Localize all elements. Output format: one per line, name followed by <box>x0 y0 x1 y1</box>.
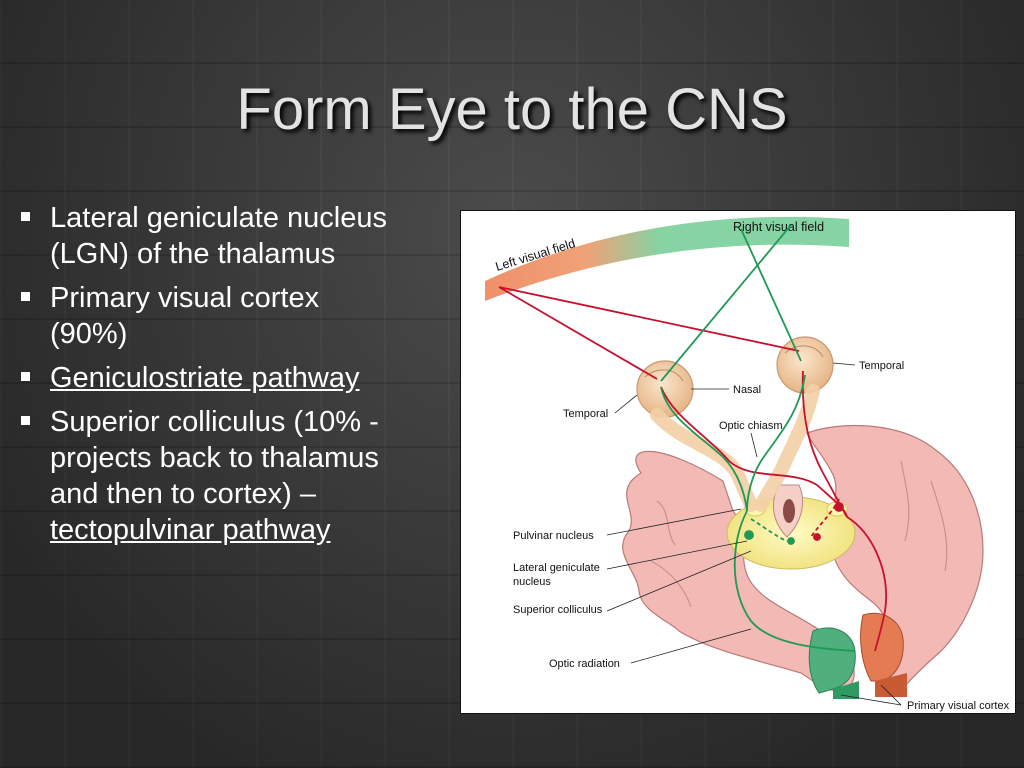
right-eye <box>776 336 834 394</box>
bullet-line: (90%) <box>50 318 128 350</box>
bullet-line: Primary visual cortex <box>50 282 320 314</box>
nasal-label: Nasal <box>733 384 761 396</box>
bullet-line: projects back to thalamus <box>50 442 379 474</box>
temporal-left-label: Temporal <box>563 408 608 420</box>
bullet-line: Superior colliculus (10% - <box>50 406 379 438</box>
geniculostriate-pathway-link[interactable]: Geniculostriate pathway <box>50 362 360 394</box>
optic-nerves <box>650 384 820 512</box>
visual-pathway-diagram: Left visual field Right visual field <box>485 216 1010 712</box>
square-bullet-icon <box>21 292 30 301</box>
primary-visual-cortex-label: Primary visual cortex <box>907 700 1010 712</box>
pulvinar-nucleus-label: Pulvinar nucleus <box>513 530 594 542</box>
optic-radiation-label: Optic radiation <box>549 658 620 670</box>
bullet-line: Lateral geniculate nucleus <box>50 202 387 234</box>
right-visual-field-label: Right visual field <box>733 220 824 234</box>
bullet-item: Primary visual cortex (90%) <box>18 280 458 352</box>
optic-chiasm-label: Optic chiasm <box>719 420 783 432</box>
superior-colliculus-label: Superior colliculus <box>513 604 603 616</box>
square-bullet-icon <box>21 372 30 381</box>
left-eye <box>636 360 694 418</box>
visual-pathway-figure: Left visual field Right visual field <box>460 210 1016 714</box>
bullet-item: Lateral geniculate nucleus (LGN) of the … <box>18 200 458 272</box>
lgn-label-line1: Lateral geniculate <box>513 562 600 574</box>
bullet-item: Geniculostriate pathway <box>18 360 458 396</box>
bullet-item: Superior colliculus (10% - projects back… <box>18 404 458 548</box>
visual-field-band <box>485 216 849 301</box>
slide-title: Form Eye to the CNS <box>236 77 788 142</box>
bullet-list: Lateral geniculate nucleus (LGN) of the … <box>18 200 458 556</box>
brain-cross-section <box>622 424 984 699</box>
bullet-line: (LGN) of the thalamus <box>50 238 336 270</box>
red-pathway <box>498 286 887 652</box>
temporal-right-label: Temporal <box>859 360 904 372</box>
square-bullet-icon <box>21 416 30 425</box>
bullet-line: and then to cortex) – <box>50 478 316 510</box>
tectopulvinar-pathway-link[interactable]: tectopulvinar pathway <box>50 514 331 546</box>
green-pathway <box>660 224 856 652</box>
callout-lines <box>606 362 902 706</box>
square-bullet-icon <box>21 212 30 221</box>
lgn-label-line2: nucleus <box>513 576 551 588</box>
